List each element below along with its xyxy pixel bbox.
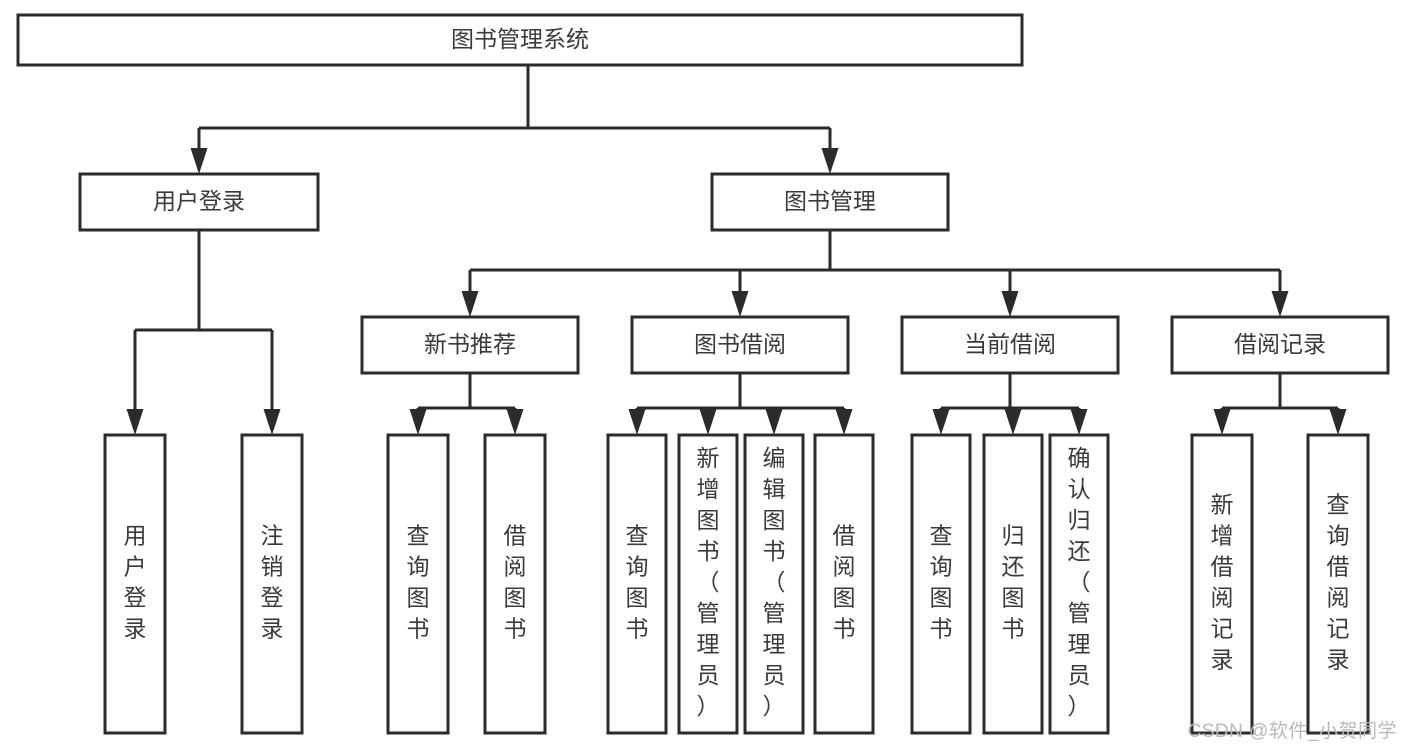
node-borrow-record[interactable]: 借阅记录: [1170, 315, 1390, 375]
node-box: [606, 433, 668, 735]
node-book-borrow[interactable]: 图书借阅: [630, 315, 850, 375]
node-box: [910, 433, 972, 735]
node-label: 查询图书: [626, 523, 649, 642]
node-label: 用户登录: [124, 523, 147, 642]
node-label: 新书推荐: [424, 331, 516, 357]
node-leaf-logout[interactable]: 注销登录: [240, 433, 304, 735]
arrow-head-icon: [628, 409, 646, 435]
node-label: 图书借阅: [694, 331, 786, 357]
arrow-head-icon: [506, 409, 524, 435]
arrow-head-icon: [699, 409, 717, 435]
edges-layer: [126, 65, 1347, 435]
node-leaf-query-record[interactable]: 查询借阅记录: [1306, 433, 1370, 735]
node-box: [240, 433, 304, 735]
node-label: 归还图书: [1002, 523, 1025, 642]
node-leaf-add-book[interactable]: 新增图书（管理员）: [677, 433, 739, 735]
node-label: 图书管理: [784, 188, 876, 214]
node-box: [360, 315, 580, 375]
node-label: 用户登录: [153, 188, 245, 214]
node-box: [743, 433, 805, 735]
node-box: [103, 433, 167, 735]
node-label: 确认归还（管理员）: [1068, 445, 1091, 719]
node-label: 查询借阅记录: [1327, 492, 1350, 673]
watermark-label: CSDN @软件_小贺同学: [1187, 721, 1397, 742]
node-label: 图书管理系统: [451, 26, 589, 52]
node-label: 新增借阅记录: [1211, 492, 1234, 673]
node-box: [386, 433, 450, 735]
arrow-head-icon: [1271, 291, 1289, 317]
arrow-head-icon: [1070, 409, 1088, 435]
arrow-head-icon: [932, 409, 950, 435]
node-leaf-borrow-book-2[interactable]: 借阅图书: [813, 433, 875, 735]
node-label: 查询图书: [930, 523, 953, 642]
node-label: 注销登录: [261, 523, 284, 642]
node-leaf-confirm-return[interactable]: 确认归还（管理员）: [1048, 433, 1110, 735]
node-label: 借阅图书: [833, 523, 856, 642]
arrow-head-icon: [409, 409, 427, 435]
arrow-head-icon: [765, 409, 783, 435]
arrow-head-icon: [1329, 409, 1347, 435]
node-box: [78, 172, 320, 232]
node-root[interactable]: 图书管理系统: [16, 13, 1024, 67]
node-label: 借阅记录: [1234, 331, 1326, 357]
node-label: 编辑图书（管理员）: [763, 445, 786, 719]
node-box: [483, 433, 547, 735]
node-leaf-borrow-book-1[interactable]: 借阅图书: [483, 433, 547, 735]
arrow-head-icon: [731, 291, 749, 317]
arrow-head-icon: [461, 291, 479, 317]
node-book-management[interactable]: 图书管理: [710, 172, 950, 232]
arrow-head-icon: [1004, 409, 1022, 435]
node-leaf-return-book[interactable]: 归还图书: [982, 433, 1044, 735]
arrow-head-icon: [1213, 409, 1231, 435]
node-label: 新增图书（管理员）: [697, 445, 720, 719]
node-box: [630, 315, 850, 375]
node-box: [1048, 433, 1110, 735]
node-box: [1170, 315, 1390, 375]
arrow-head-icon: [190, 148, 208, 174]
arrow-head-icon: [821, 148, 839, 174]
node-user-login[interactable]: 用户登录: [78, 172, 320, 232]
node-box: [1190, 433, 1254, 735]
node-box: [710, 172, 950, 232]
node-box: [900, 315, 1120, 375]
node-leaf-user-login[interactable]: 用户登录: [103, 433, 167, 735]
node-leaf-query-book-3[interactable]: 查询图书: [910, 433, 972, 735]
node-current-borrow[interactable]: 当前借阅: [900, 315, 1120, 375]
arrow-head-icon: [263, 409, 281, 435]
arrow-head-icon: [1001, 291, 1019, 317]
node-box: [16, 13, 1024, 67]
arrow-head-icon: [126, 409, 144, 435]
arrow-head-icon: [835, 409, 853, 435]
node-box: [813, 433, 875, 735]
node-label: 借阅图书: [504, 523, 527, 642]
node-leaf-add-record[interactable]: 新增借阅记录: [1190, 433, 1254, 735]
node-new-book-recommend[interactable]: 新书推荐: [360, 315, 580, 375]
nodes-layer: 图书管理系统用户登录图书管理新书推荐图书借阅当前借阅借阅记录用户登录注销登录查询…: [16, 13, 1390, 735]
node-label: 当前借阅: [964, 331, 1056, 357]
node-box: [1306, 433, 1370, 735]
node-leaf-query-book-1[interactable]: 查询图书: [386, 433, 450, 735]
node-label: 查询图书: [407, 523, 430, 642]
node-box: [982, 433, 1044, 735]
node-leaf-edit-book[interactable]: 编辑图书（管理员）: [743, 433, 805, 735]
node-box: [677, 433, 739, 735]
node-leaf-query-book-2[interactable]: 查询图书: [606, 433, 668, 735]
